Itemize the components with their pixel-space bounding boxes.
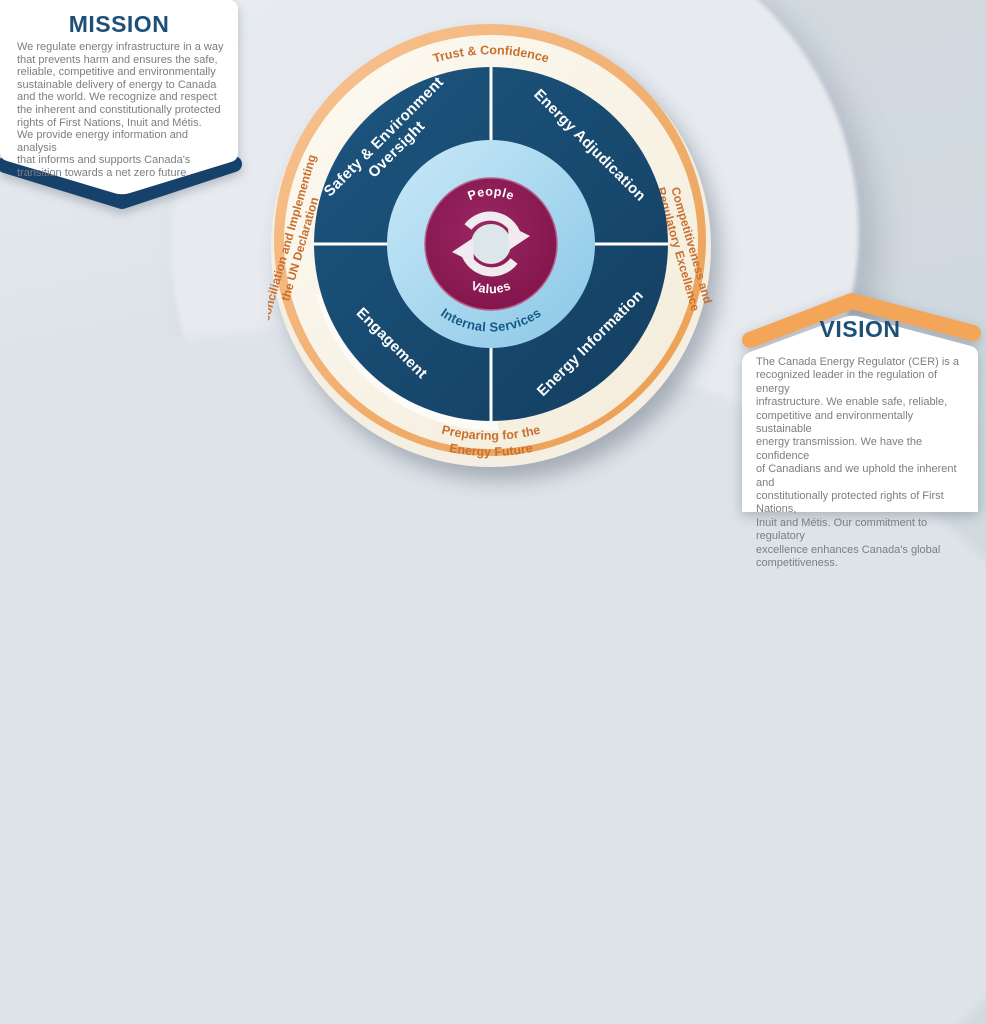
quadrant-dividers	[314, 67, 668, 422]
vision-body: The Canada Energy Regulator (CER) is a r…	[756, 356, 959, 570]
mission-body: We regulate energy infrastructure in a w…	[17, 41, 224, 179]
outer-label-preparing-line1: Preparing for the	[440, 423, 541, 443]
strategic-wheel-diagram: Trust & Confidence Preparing for the Ene…	[268, 24, 714, 467]
vision-chevron	[742, 293, 981, 348]
mission-title: MISSION	[68, 11, 170, 37]
wheel-highlight-arc	[315, 292, 499, 431]
mission-banner-shape	[0, 0, 242, 209]
vision-card	[742, 315, 978, 512]
cycle-arrows-icon	[452, 211, 530, 277]
mission-card	[0, 0, 238, 195]
outer-label-preparing-line2: Energy Future	[448, 441, 534, 459]
mission-chevron	[0, 156, 242, 209]
core-label-values: Values	[469, 279, 513, 297]
vision-banner-shape	[742, 293, 981, 512]
vision-title: VISION	[819, 316, 901, 342]
